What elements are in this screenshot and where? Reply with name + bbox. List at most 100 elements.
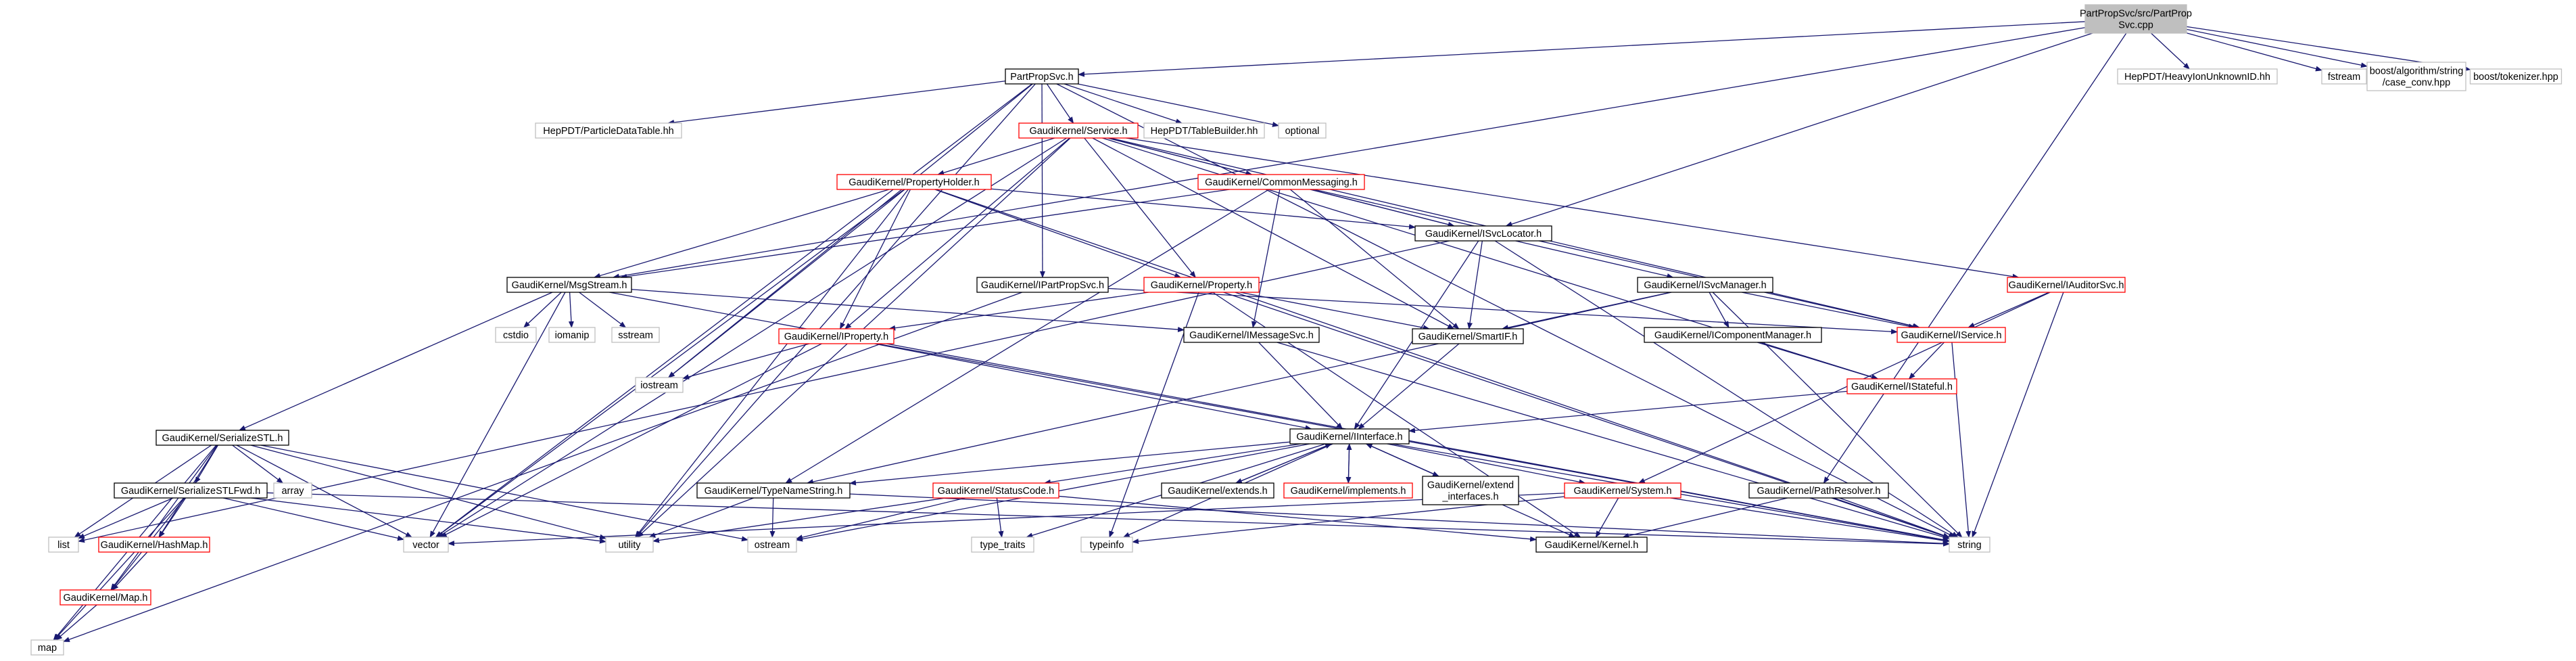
node-label-vector: vector [412, 540, 439, 551]
node-utility[interactable]: utility [605, 537, 654, 553]
node-propholder[interactable]: GaudiKernel/PropertyHolder.h [836, 174, 992, 190]
node-isvcloc[interactable]: GaudiKernel/ISvcLocator.h [1414, 225, 1552, 242]
edge-isvcloc-to-isvcmgr [1515, 240, 1674, 279]
node-label-propholder: GaudiKernel/PropertyHolder.h [849, 177, 979, 188]
edge-iinterface-to-statuscode [1043, 443, 1302, 485]
node-box-icompmgr [1644, 327, 1822, 343]
node-box-tablebuilder [1143, 122, 1265, 139]
node-iomanip[interactable]: iomanip [548, 327, 596, 343]
node-isvcmgr[interactable]: GaudiKernel/ISvcManager.h [1637, 277, 1773, 293]
edge-msgstream-to-cstdio [523, 292, 562, 328]
node-property[interactable]: GaudiKernel/Property.h [1143, 277, 1260, 293]
node-string[interactable]: string [1949, 537, 1990, 553]
node-imsgsvc[interactable]: GaudiKernel/IMessageSvc.h [1183, 327, 1320, 343]
edge-pps_h-to-utility [636, 83, 1036, 538]
node-kernel[interactable]: GaudiKernel/Kernel.h [1535, 537, 1648, 553]
node-box-iservice [1897, 327, 2006, 343]
node-icompmgr[interactable]: GaudiKernel/IComponentManager.h [1644, 327, 1822, 343]
edge-serstl-to-ostream [260, 445, 748, 542]
node-typeinfo[interactable]: typeinfo [1080, 537, 1133, 553]
edge-iauditor-to-system [1638, 292, 2051, 484]
node-box-optional [1278, 122, 1327, 139]
edge-msgstream-to-serstl [239, 292, 553, 431]
edge-extendif-to-iinterface [1365, 443, 1439, 477]
edge-serstl-to-array [232, 445, 284, 484]
node-ostream[interactable]: ostream [747, 537, 797, 553]
edge-serstlfwd-to-vector [222, 497, 404, 541]
node-smartif[interactable]: GaudiKernel/SmartIF.h [1412, 328, 1524, 344]
node-label-pdtable: HepPDT/ParticleDataTable.hh [543, 126, 673, 137]
edge-hashmap-to-gkmap [112, 551, 148, 591]
edge-statuscode-to-ostream [796, 497, 965, 541]
node-extendif[interactable]: GaudiKernel/extend_interfaces.h [1422, 476, 1519, 505]
node-serstl[interactable]: GaudiKernel/SerializeSTL.h [156, 430, 289, 446]
node-hashmap[interactable]: GaudiKernel/HashMap.h [98, 537, 210, 553]
edge-isvcloc-to-smartif [1467, 240, 1483, 329]
edge-service_h-to-vector [437, 137, 1068, 538]
node-optional[interactable]: optional [1278, 122, 1327, 139]
node-case_conv[interactable]: boost/algorithm/string/case_conv.hpp [2366, 62, 2466, 91]
node-ipartprop[interactable]: GaudiKernel/IPartPropSvc.h [976, 277, 1109, 293]
edge-propholder-to-string [935, 189, 1950, 539]
node-iauditor[interactable]: GaudiKernel/IAuditorSvc.h [2007, 277, 2126, 293]
node-vector[interactable]: vector [403, 537, 449, 553]
node-implements[interactable]: GaudiKernel/implements.h [1283, 482, 1413, 499]
node-extends[interactable]: GaudiKernel/extends.h [1161, 482, 1274, 499]
node-label-imsgsvc: GaudiKernel/IMessageSvc.h [1189, 330, 1314, 341]
edge-icompmgr-to-istateful [1757, 342, 1878, 380]
edge-msgstream-to-imsgsvc [631, 289, 1185, 332]
node-label-isvcmgr: GaudiKernel/ISvcManager.h [1644, 280, 1766, 291]
node-serstlfwd[interactable]: GaudiKernel/SerializeSTLFwd.h [114, 482, 268, 499]
edge-iservice-to-istateful [1908, 342, 1945, 380]
node-list[interactable]: list [48, 537, 79, 553]
node-box-heavyion [2117, 68, 2278, 85]
node-box-typenamestr [696, 482, 851, 499]
node-tokenizer[interactable]: boost/tokenizer.hpp [2469, 68, 2562, 85]
node-box-serstlfwd [114, 482, 268, 499]
node-iinterface[interactable]: GaudiKernel/IInterface.h [1289, 428, 1410, 445]
node-box-list [48, 537, 79, 553]
edge-pps_h-to-tablebuilder [1064, 83, 1183, 124]
edge-statuscode-to-utility [652, 497, 946, 543]
node-label-hashmap: GaudiKernel/HashMap.h [101, 540, 208, 551]
edge-root-to-isvcloc [1505, 32, 2093, 227]
node-tablebuilder[interactable]: HepPDT/TableBuilder.hh [1143, 122, 1265, 139]
edge-iauditor-to-string [1972, 292, 2064, 538]
node-system[interactable]: GaudiKernel/System.h [1564, 482, 1681, 499]
node-array[interactable]: array [273, 482, 312, 499]
node-pdtable[interactable]: HepPDT/ParticleDataTable.hh [535, 122, 682, 139]
node-box-iinterface [1289, 428, 1410, 445]
node-box-type_traits [971, 537, 1034, 553]
node-pps_h[interactable]: PartPropSvc.h [1005, 68, 1079, 85]
node-box-array [273, 482, 312, 499]
node-box-extends [1161, 482, 1274, 499]
node-gkmap[interactable]: GaudiKernel/Map.h [59, 589, 151, 606]
node-box-typeinfo [1080, 537, 1133, 553]
node-label-iostream: iostream [640, 380, 678, 391]
node-iostream[interactable]: iostream [635, 377, 684, 393]
node-label-extendif: GaudiKernel/extend [1427, 480, 1514, 491]
node-iservice[interactable]: GaudiKernel/IService.h [1897, 327, 2006, 343]
node-type_traits[interactable]: type_traits [971, 537, 1034, 553]
edge-service_h-to-propholder [937, 137, 1055, 176]
node-istateful[interactable]: GaudiKernel/IStateful.h [1846, 378, 1957, 394]
node-sstream[interactable]: sstream [611, 327, 660, 343]
node-iproperty[interactable]: GaudiKernel/IProperty.h [778, 328, 895, 344]
node-service_h[interactable]: GaudiKernel/Service.h [1018, 122, 1139, 139]
node-msgstream[interactable]: GaudiKernel/MsgStream.h [506, 277, 632, 293]
node-label-statuscode: GaudiKernel/StatusCode.h [938, 486, 1055, 497]
node-cstdio[interactable]: cstdio [495, 327, 537, 343]
edge-isvcmgr-to-iservice [1741, 292, 1915, 329]
node-pathresolver[interactable]: GaudiKernel/PathResolver.h [1748, 482, 1889, 499]
node-fstream[interactable]: fstream [2321, 68, 2367, 85]
edge-statuscode-to-type_traits [996, 497, 1004, 538]
edge-statuscode-to-kernel [1058, 495, 1537, 542]
node-statuscode[interactable]: GaudiKernel/StatusCode.h [932, 482, 1059, 499]
node-typenamestr[interactable]: GaudiKernel/TypeNameString.h [696, 482, 851, 499]
node-label-property: GaudiKernel/Property.h [1151, 280, 1252, 291]
node-map[interactable]: map [30, 639, 64, 656]
node-root[interactable]: PartPropSvc/src/PartPropSvc.cpp [2080, 4, 2192, 34]
node-heavyion[interactable]: HepPDT/HeavyIonUnknownID.hh [2117, 68, 2278, 85]
node-commonmsg[interactable]: GaudiKernel/CommonMessaging.h [1197, 174, 1365, 190]
node-box-fstream [2321, 68, 2367, 85]
